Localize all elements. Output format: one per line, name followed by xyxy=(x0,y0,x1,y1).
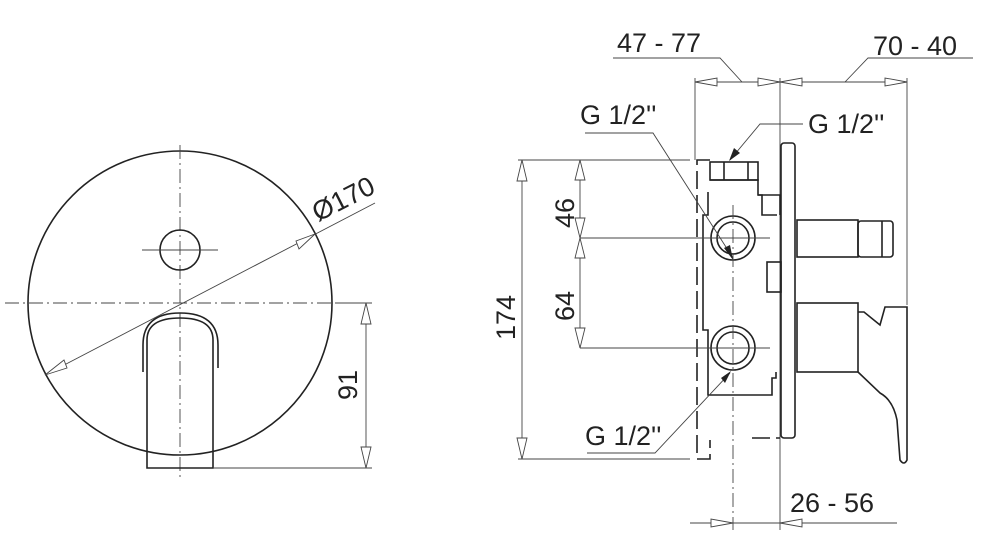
lever-handle-side xyxy=(857,306,908,464)
projection-range-label: 70 - 40 xyxy=(873,31,957,61)
arrowhead xyxy=(360,446,372,469)
arrowhead xyxy=(574,327,586,349)
arrowhead xyxy=(516,159,528,182)
arrowhead xyxy=(574,237,586,259)
cartridge-housing xyxy=(796,302,859,373)
arrowhead xyxy=(721,371,731,383)
body-detail xyxy=(766,261,782,293)
port-spacing-label: 64 xyxy=(550,291,580,321)
arrowhead xyxy=(574,159,586,181)
arrowhead xyxy=(360,302,372,325)
arrowhead xyxy=(757,77,781,87)
diameter-label: Ø170 xyxy=(307,171,379,228)
leader-line xyxy=(585,132,734,259)
arrowhead xyxy=(779,77,803,87)
lever-handle xyxy=(146,317,214,469)
arrowhead xyxy=(779,518,803,528)
diameter-dimension-line xyxy=(44,202,376,376)
thread-top-right-label: G 1/2'' xyxy=(808,109,884,139)
leader-line xyxy=(587,372,731,454)
arrowhead xyxy=(724,245,733,260)
arrowhead xyxy=(729,148,740,161)
arrowhead xyxy=(574,217,586,239)
valve-body xyxy=(702,179,781,396)
top-inlet-connector xyxy=(709,161,759,181)
thread-top-left-label: G 1/2'' xyxy=(580,100,656,130)
arrowhead xyxy=(516,437,528,460)
total-height-label: 174 xyxy=(491,295,521,340)
arrowhead xyxy=(44,359,68,376)
upper-offset-label: 46 xyxy=(550,198,580,228)
lever-height-label: 91 xyxy=(333,370,363,400)
arrowhead xyxy=(694,77,718,87)
side-view: 47 - 77 70 - 40 xyxy=(491,28,973,530)
arrowhead xyxy=(884,77,908,87)
depth-range-label: 47 - 77 xyxy=(617,28,701,58)
lever-collar xyxy=(142,312,219,372)
cover-plate-side xyxy=(780,142,796,439)
wall-outline xyxy=(696,159,711,460)
leader-line xyxy=(613,57,743,83)
thread-bottom-label: G 1/2'' xyxy=(585,421,661,451)
front-view: Ø170 91 xyxy=(5,145,380,480)
leader-line xyxy=(844,57,973,83)
diverter-stem xyxy=(796,219,859,258)
arrowhead xyxy=(710,518,734,528)
valve-body xyxy=(758,194,777,216)
diverter-knob-side xyxy=(857,220,894,258)
leader-line xyxy=(729,123,803,161)
bottom-range-label: 26 - 56 xyxy=(790,488,874,518)
arrowhead xyxy=(295,233,316,250)
